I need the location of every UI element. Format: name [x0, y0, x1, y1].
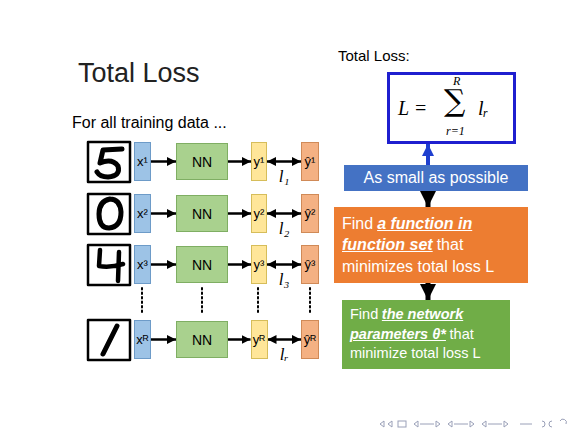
nav-icon: [420, 424, 502, 425]
nav-icon: [398, 421, 406, 427]
step-box: Findthe network parameters θ*that minimi…: [342, 300, 510, 369]
dot-column: [257, 288, 259, 312]
flow-arrow: [151, 263, 176, 266]
step-text: Findthe network parameters θ*that minimi…: [350, 305, 502, 364]
flow-arrow: [426, 283, 431, 300]
digit-frame: [88, 142, 130, 182]
step-text: Find: [342, 215, 373, 232]
loss-label: l₁: [278, 167, 291, 187]
goal-banner: As small as possible: [344, 165, 528, 191]
formula-heading: Total Loss:: [338, 47, 410, 64]
box-text: ŷ²: [305, 206, 316, 221]
box-text: NN: [192, 154, 212, 170]
continuation-dots: [142, 288, 310, 312]
flow-arrow: [426, 191, 431, 207]
output-box: y³: [251, 245, 267, 284]
digit-one: [103, 326, 117, 354]
box-text: NN: [192, 332, 212, 348]
formula-part: ∑: [444, 86, 465, 116]
formula-box: L =R∑r=1lᵣ: [387, 72, 516, 144]
digit-zero: [99, 199, 121, 228]
flow-arrow: [151, 160, 176, 163]
input-box: x¹: [134, 142, 151, 181]
input-box: x³: [134, 245, 151, 284]
nav-icon: [520, 419, 566, 427]
formula-part: lᵣ: [478, 97, 488, 120]
box-text: x²: [137, 206, 148, 221]
digit-frame: [88, 245, 130, 285]
box-text: x¹: [137, 154, 148, 169]
box-text: ŷᴿ: [304, 332, 316, 347]
output-box: y²: [251, 194, 267, 233]
step-text: Find: [350, 306, 378, 322]
formula-part: r=1: [446, 124, 465, 139]
nav-icons: [380, 419, 566, 427]
box-text: NN: [192, 257, 212, 273]
flow-arrow: [151, 212, 176, 215]
nav-icon: [380, 421, 392, 427]
network-box: NN: [176, 143, 228, 180]
digit-images: [88, 142, 130, 360]
box-text: y³: [254, 257, 265, 272]
loss-arrow: [267, 212, 301, 215]
loss-label: lᵣ: [279, 345, 290, 365]
box-text: ŷ¹: [305, 154, 316, 169]
flow-arrow: [228, 160, 251, 163]
flow-arrow: [228, 212, 251, 215]
flow-arrow: [426, 144, 430, 165]
flow-arrow: [151, 338, 176, 341]
formula-part: L =: [398, 97, 427, 120]
dot-column: [309, 288, 311, 312]
digit-four: [99, 250, 123, 281]
digit-frame: [88, 194, 130, 234]
box-text: y²: [254, 206, 265, 221]
input-box: x²: [134, 194, 151, 233]
loss-arrow: [267, 263, 301, 266]
box-text: NN: [192, 206, 212, 222]
loss-arrow: [268, 338, 302, 341]
target-box: ŷᴿ: [301, 320, 319, 359]
flow-arrow: [228, 338, 251, 341]
digit-frame: [88, 320, 130, 360]
network-box: NN: [176, 195, 228, 232]
loss-arrow: [267, 160, 301, 163]
target-box: ŷ²: [301, 194, 319, 233]
loss-label: l₂: [278, 219, 291, 239]
step-box: Finda function in function setthat minim…: [334, 207, 528, 283]
slide-title: Total Loss: [78, 58, 200, 89]
digit-five: [97, 149, 122, 177]
target-box: ŷ¹: [301, 142, 319, 181]
target-box: ŷ³: [301, 245, 319, 284]
flow-arrow: [228, 263, 251, 266]
box-text: ŷ³: [305, 257, 316, 272]
nav-icon: [414, 421, 508, 427]
box-text: y¹: [254, 154, 265, 169]
output-box: yᴿ: [251, 320, 268, 359]
dot-column: [141, 288, 143, 312]
network-box: NN: [176, 321, 228, 358]
box-text: As small as possible: [364, 169, 509, 187]
input-box: xᴿ: [134, 320, 151, 359]
note-text: For all training data ...: [72, 114, 227, 132]
box-text: yᴿ: [253, 332, 265, 347]
loss-label: l₃: [278, 270, 291, 290]
output-box: y¹: [251, 142, 267, 181]
step-text: Finda function in function setthat minim…: [342, 213, 520, 278]
dot-column: [201, 288, 203, 312]
box-text: xᴿ: [136, 332, 148, 347]
network-box: NN: [176, 246, 228, 283]
box-text: x³: [137, 257, 148, 272]
